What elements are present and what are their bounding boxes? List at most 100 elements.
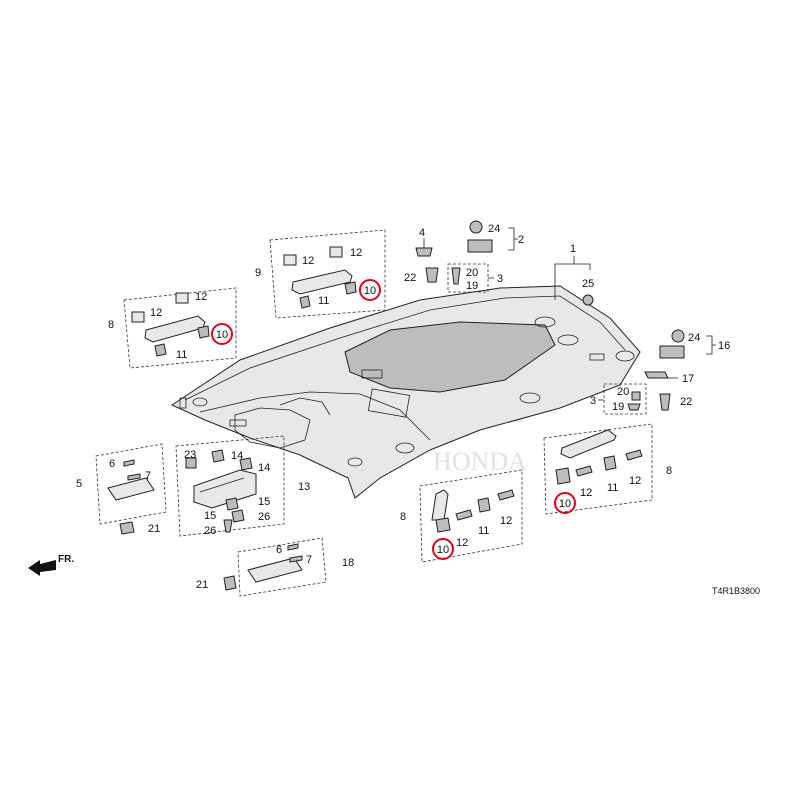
- label-10-highlighted: 10: [437, 544, 449, 556]
- top-center-clips: 4 22 24 2 20 19 3: [404, 220, 524, 293]
- group-8-center-grab-handle: 8 10 12 11 12: [400, 469, 523, 563]
- label-12: 12: [580, 487, 592, 499]
- clip-icon: [659, 393, 671, 411]
- label-8: 8: [666, 465, 672, 477]
- label-10-highlighted: 10: [559, 498, 571, 510]
- bracket-icon: [659, 345, 685, 359]
- highlight-ring: [554, 492, 576, 514]
- highlight-ring: [211, 323, 233, 345]
- highlight-ring: [359, 279, 381, 301]
- label-14: 14: [231, 450, 243, 462]
- clip-cover-icon: [175, 292, 189, 304]
- label-26: 26: [258, 511, 270, 523]
- label-23: 23: [184, 449, 196, 461]
- group-5-assembly: 6 7 5 21: [76, 443, 167, 535]
- label-10-highlighted: 10: [216, 329, 228, 341]
- label-21: 21: [148, 523, 160, 535]
- screw-icon: [223, 519, 233, 533]
- label-11: 11: [176, 349, 187, 361]
- clip-icon: [127, 473, 141, 481]
- group-18-assembly: 6 7 18 21: [196, 537, 354, 597]
- label-19: 19: [612, 401, 624, 413]
- label-7: 7: [145, 470, 151, 482]
- label-11: 11: [607, 482, 618, 494]
- label-8: 8: [400, 511, 406, 523]
- label-12: 12: [456, 537, 468, 549]
- clip-icon: [239, 457, 253, 471]
- label-15: 15: [204, 510, 216, 522]
- diagram-code: T4R1B3800: [712, 586, 760, 596]
- clip-icon: [231, 509, 245, 523]
- clip-icon: [344, 281, 357, 295]
- label-5: 5: [76, 478, 82, 490]
- clip-icon: [435, 517, 451, 533]
- clip-cover-icon: [455, 509, 473, 521]
- clip-icon: [225, 497, 239, 511]
- clip-cover-icon: [497, 489, 515, 501]
- clip-icon: [119, 521, 135, 535]
- clip-icon: [627, 403, 641, 411]
- clip-cover-icon: [625, 449, 643, 461]
- clip-icon: [154, 343, 167, 357]
- label-12: 12: [150, 307, 162, 319]
- group-8-right-grab-handle: 8 10 12 11 12: [543, 423, 672, 515]
- clip-icon: [289, 555, 303, 563]
- clip-icon: [603, 455, 617, 471]
- label-11: 11: [478, 525, 489, 537]
- clip-cover-icon: [131, 311, 145, 323]
- label-11: 11: [318, 295, 329, 307]
- clip-icon: [555, 467, 571, 485]
- label-12: 12: [302, 255, 314, 267]
- clip-cover-icon: [575, 465, 593, 477]
- clip-icon: [477, 497, 491, 513]
- clip-icon: [631, 391, 641, 401]
- clip-icon: [671, 329, 685, 343]
- highlight-ring: [432, 538, 454, 560]
- label-2: 2: [518, 234, 524, 246]
- label-14: 14: [258, 462, 270, 474]
- clip-icon: [644, 371, 669, 379]
- label-16: 16: [718, 340, 730, 352]
- group-13-map-lamp: 23 14 14 15 26 15 26 13: [175, 435, 310, 537]
- label-12: 12: [500, 515, 512, 527]
- label-21: 21: [196, 579, 208, 591]
- label-6: 6: [109, 458, 115, 470]
- clip-icon: [415, 247, 433, 257]
- clip-icon: [197, 325, 210, 339]
- label-18: 18: [342, 557, 354, 569]
- bracket-icon: [467, 239, 493, 253]
- label-3: 3: [497, 273, 503, 285]
- front-direction-arrow: FR.: [28, 554, 74, 576]
- clip-icon: [223, 575, 237, 591]
- label-17: 17: [682, 373, 694, 385]
- clip-icon: [299, 295, 311, 309]
- label-12: 12: [195, 291, 207, 303]
- clip-cover-icon: [283, 254, 297, 266]
- label-22: 22: [680, 396, 692, 408]
- label-3: 3: [590, 395, 596, 407]
- label-6: 6: [276, 544, 282, 556]
- watermark-text: HONDA: [433, 447, 527, 476]
- clip-icon: [123, 459, 135, 467]
- group-8-left-grab-handle: 8 12 12 11 10: [108, 287, 237, 369]
- headliner-assembly: [170, 285, 641, 499]
- label-20: 20: [466, 267, 478, 279]
- label-10-highlighted: 10: [364, 285, 376, 297]
- label-13: 13: [298, 481, 310, 493]
- label-24: 24: [488, 223, 500, 235]
- group-9-grab-handle: 9 12 12 11 10: [255, 229, 386, 319]
- label-9: 9: [255, 267, 261, 279]
- label-25: 25: [582, 278, 594, 290]
- clip-icon: [469, 220, 483, 234]
- label-20: 20: [617, 386, 629, 398]
- clip-icon: [451, 267, 461, 285]
- label-1: 1: [570, 243, 576, 255]
- clip-icon: [287, 543, 299, 551]
- clip-icon: [425, 267, 439, 283]
- label-19: 19: [466, 280, 478, 292]
- label-7: 7: [306, 554, 312, 566]
- label-8: 8: [108, 319, 114, 331]
- label-15: 15: [258, 496, 270, 508]
- label-26: 26: [204, 525, 216, 537]
- label-4: 4: [419, 227, 425, 239]
